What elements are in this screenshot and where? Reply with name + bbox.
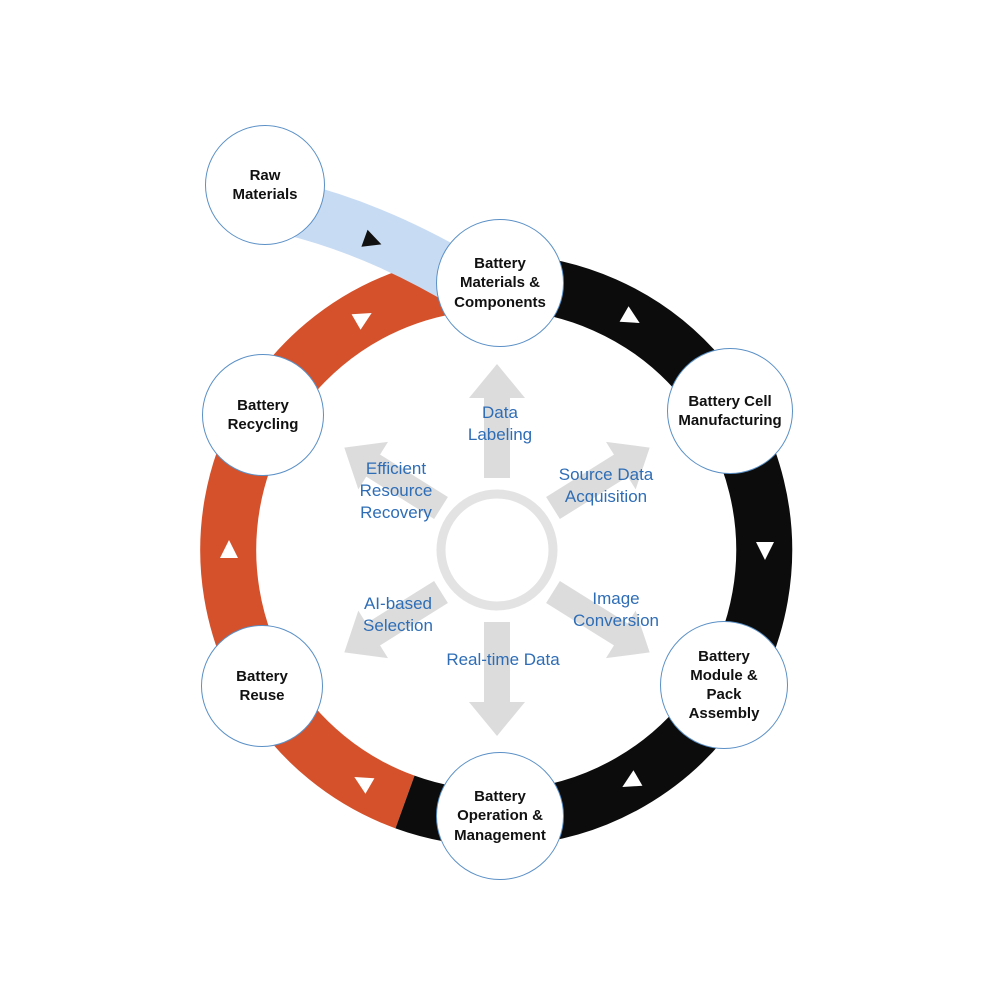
ring-orange-arc [200,253,498,829]
flow-arrow-icon [351,313,372,330]
ring-flow-arrows [220,306,774,794]
center-label-data-labeling: Data Labeling [467,403,533,445]
node-battery-materials-components: Battery Materials & Components [436,219,564,347]
node-battery-reuse: Battery Reuse [201,625,323,747]
node-battery-module-pack-assembly: Battery Module & Pack Assembly [660,621,788,749]
flow-arrow-icon [354,777,375,794]
center-label-efficient-resource-recovery: Efficient Resource Recovery [359,459,433,523]
node-battery-operation-management: Battery Operation & Management [436,752,564,880]
flow-arrow-icon [622,770,643,787]
node-battery-cell-manufacturing: Battery Cell Manufacturing [667,348,793,474]
node-raw-materials: Raw Materials [205,125,325,245]
radial-arrow-down-icon [469,622,525,736]
radial-arrow-down-left-icon [344,580,448,659]
radial-arrows [344,364,650,736]
flow-arrow-icon [619,306,640,323]
flow-arrow-icon [220,540,238,558]
center-label-image-conversion: Image Conversion [573,589,659,631]
node-battery-recycling: Battery Recycling [202,354,324,476]
center-label-real-time-data: Real-time Data [446,650,560,669]
band-flow-arrow-icon [361,229,382,247]
radial-arrow-up-icon [469,364,525,478]
center-hub-ring [436,489,558,611]
center-label-ai-based-selection: AI-based Selection [363,594,433,636]
radial-arrow-up-right-icon [546,441,650,520]
radial-arrow-up-left-icon [344,441,448,520]
center-label-source-data-acquisition: Source Data Acquisition [558,465,654,507]
flow-arrow-icon [756,542,774,560]
radial-arrow-down-right-icon [546,580,650,659]
